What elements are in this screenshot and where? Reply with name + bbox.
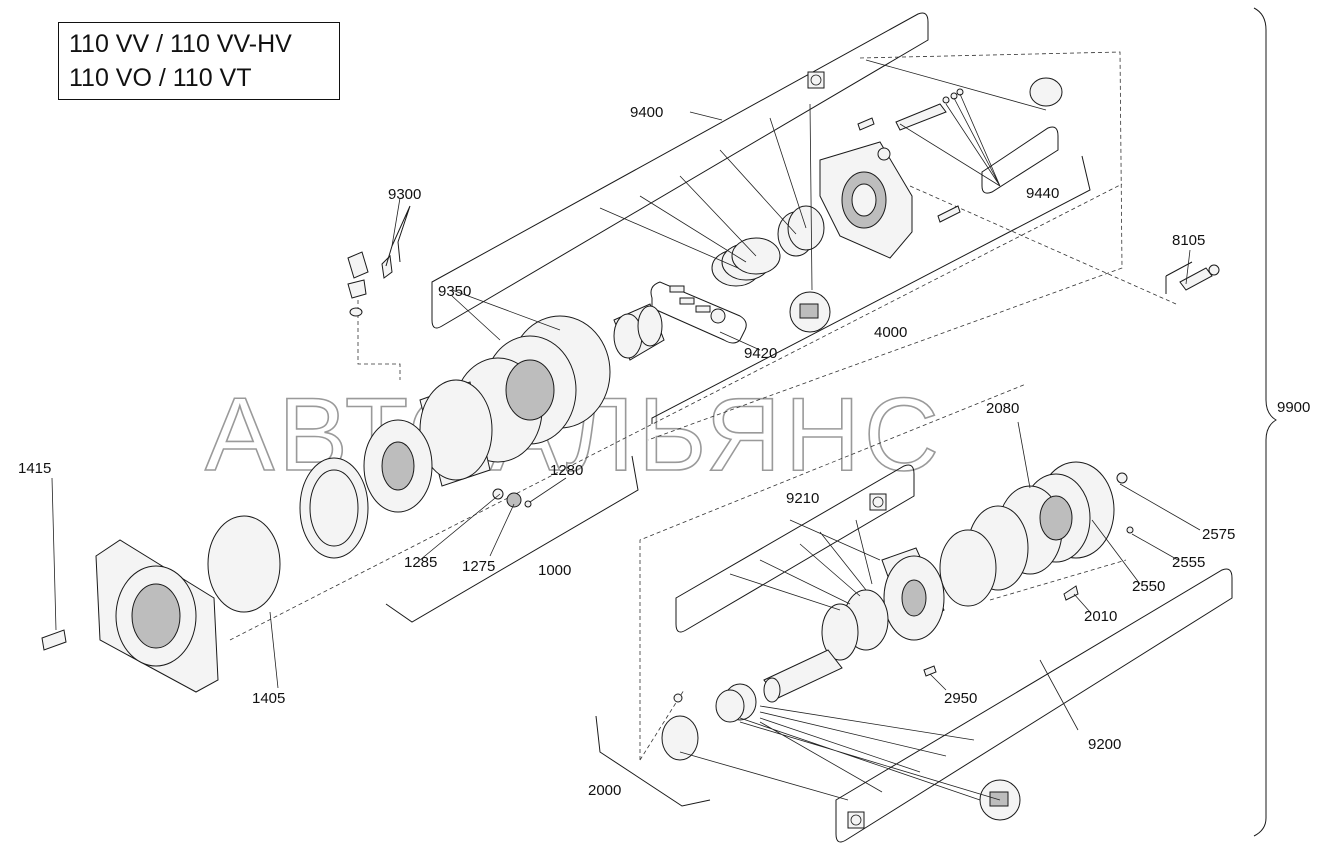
o-ring-1405 [207,515,281,613]
seal-detail-circle [789,291,831,333]
label-2000: 2000 [588,782,621,799]
group-bracket-1000 [385,455,639,623]
cap-screws-lower [923,472,1134,677]
o-ring-2000 [661,715,699,761]
group-bracket-4000 [651,155,1091,424]
label-1285: 1285 [404,554,437,571]
planet-gear-part [821,547,945,661]
small-parts-9300 [347,205,411,317]
label-4000: 4000 [874,324,907,341]
assembly-axis-lower [639,383,1127,761]
label-2555: 2555 [1172,554,1205,571]
model-title-line-2: 110 VO / 110 VT [69,64,252,92]
kit-frame-9400 [431,12,929,329]
label-9200: 9200 [1088,736,1121,753]
carrier-part-1000 [363,379,493,513]
label-1000: 1000 [538,562,571,579]
label-1275: 1275 [462,558,495,575]
group-bracket-2000 [595,715,711,807]
plug-part-8105 [1165,261,1220,294]
assembly-brace [1253,7,1277,837]
label-9400: 9400 [630,104,663,121]
label-9350: 9350 [438,283,471,300]
label-1405: 1405 [252,690,285,707]
shaft-part [715,649,843,723]
model-title-line-1: 110 VV / 110 VV-HV [69,30,292,58]
label-9300: 9300 [388,186,421,203]
model-title-box: 110 VV / 110 VV-HV 110 VO / 110 VT [58,22,340,100]
kit-frame-9210 [675,464,915,633]
small-parts-1275 [492,488,532,508]
label-2550: 2550 [1132,578,1165,595]
leader-lines-upper [51,59,1191,689]
flange-part-1415 [95,539,219,693]
small-o-ring-2000 [673,693,683,703]
label-2575: 2575 [1202,526,1235,543]
assembly-axis-upper [229,51,1177,641]
label-9420: 9420 [744,345,777,362]
seal-rings-9400 [711,205,825,287]
housing-part-4000 [819,141,913,259]
rings-9350 [453,315,611,463]
kit-frame-9420 [650,281,747,344]
bearing-ring [299,457,369,559]
label-2080: 2080 [986,400,1019,417]
label-1415: 1415 [18,460,51,477]
brake-housing-part-2000 [939,461,1115,607]
o-ring-9440 [1029,77,1063,107]
leader-lines-lower [679,421,1201,801]
valve-parts-9440 [857,88,964,223]
label-9900: 9900 [1277,399,1310,416]
label-9440: 9440 [1026,185,1059,202]
kit-frame-9200 [835,568,1233,843]
label-9210: 9210 [786,490,819,507]
label-2010: 2010 [1084,608,1117,625]
springs-9420 [669,285,726,324]
kit-frame-9440 [981,126,1059,194]
label-1280: 1280 [550,462,583,479]
label-2950: 2950 [944,690,977,707]
icon-badges [807,71,887,829]
bolt-1415 [41,629,67,651]
label-8105: 8105 [1172,232,1205,249]
brake-piston-part [613,303,665,361]
